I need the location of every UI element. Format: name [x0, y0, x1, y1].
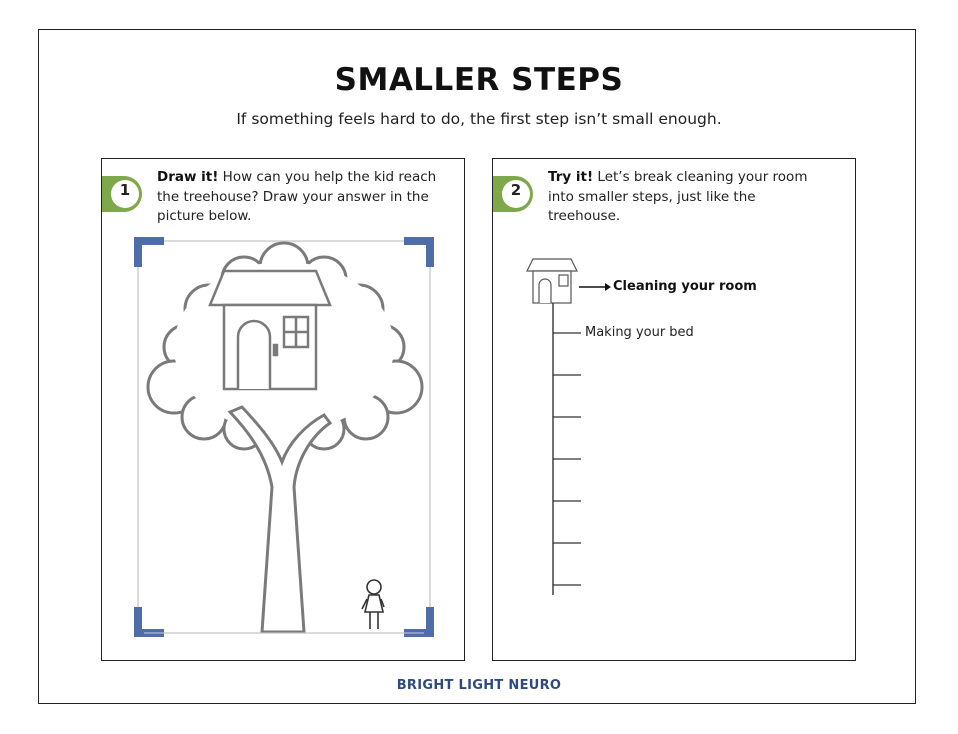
- draw-it-heading: Draw it!: [157, 169, 219, 185]
- kid-figure: [361, 579, 385, 629]
- try-it-instructions: Try it! Let’s break cleaning your room i…: [548, 168, 828, 227]
- treehouse-drawing-area[interactable]: [134, 237, 434, 637]
- page-title: SMALLER STEPS: [334, 62, 624, 98]
- step-badge-2: 2: [489, 170, 534, 214]
- step-number: 1: [119, 181, 131, 199]
- first-step-label: Making your bed: [585, 325, 694, 340]
- badge-circle-icon: [493, 176, 534, 212]
- try-it-panel: 2 Try it! Let’s break cleaning your room…: [492, 158, 856, 661]
- treehouse-illustration: [134, 237, 434, 637]
- step-badge-1: 1: [98, 170, 143, 214]
- draw-it-instructions: Draw it! How can you help the kid reach …: [157, 168, 437, 227]
- step-number: 2: [510, 181, 522, 199]
- goal-label: Cleaning your room: [613, 279, 757, 294]
- try-it-text: Let’s break cleaning your room into smal…: [548, 169, 808, 224]
- page-subtitle: If something feels hard to do, the first…: [236, 110, 722, 128]
- steps-ladder-diagram: [526, 258, 611, 595]
- page-frame: [38, 29, 916, 704]
- treehouse-icon: [526, 258, 578, 304]
- try-it-heading: Try it!: [548, 169, 594, 185]
- brand-footer: BRIGHT LIGHT NEURO: [396, 678, 562, 693]
- draw-it-panel: 1 Draw it! How can you help the kid reac…: [101, 158, 465, 661]
- corner-bracket-icon: [134, 237, 434, 637]
- badge-circle-icon: [102, 176, 143, 212]
- draw-it-text: How can you help the kid reach the treeh…: [157, 169, 437, 224]
